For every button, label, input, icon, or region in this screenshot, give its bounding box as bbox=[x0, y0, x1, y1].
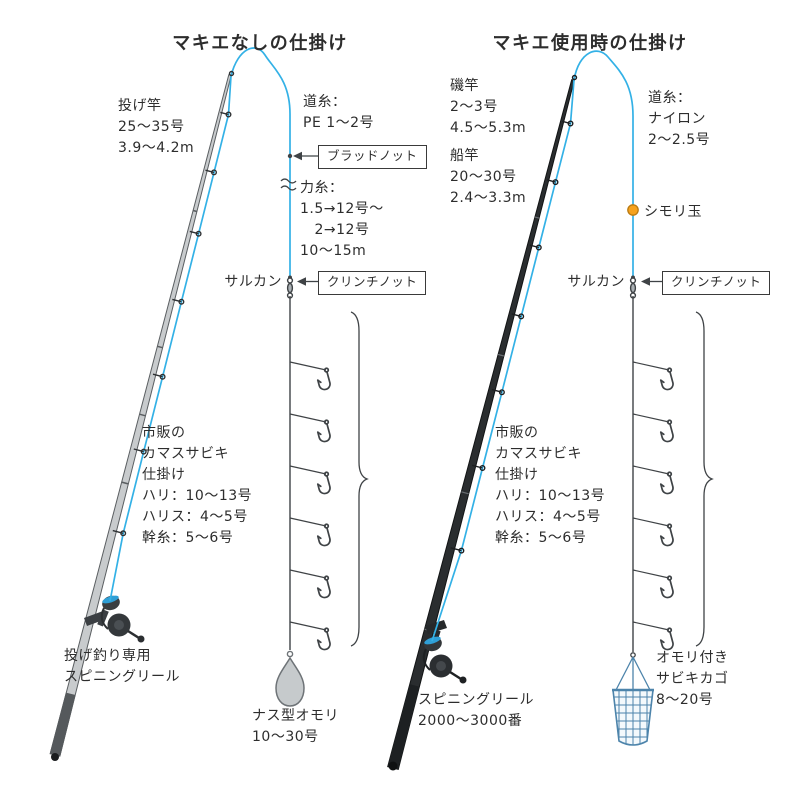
right-fishing-line bbox=[431, 50, 634, 642]
right-swivel-icon bbox=[629, 277, 637, 299]
left-rod-guides bbox=[112, 70, 235, 537]
left-sabiki-label: 市販の カマスサビキ 仕掛け ハリ：10〜13号 ハリス：4〜5号 幹糸：5〜6… bbox=[142, 425, 253, 546]
right-reel-handle-knob bbox=[459, 676, 467, 684]
cage-label: オモリ付き サビキカゴ 8〜20号 bbox=[656, 650, 729, 708]
left-rod-label: 投げ竿 25〜35号 3.9〜4.2m bbox=[118, 98, 195, 156]
iso-rod-label: 磯竿 2〜3号 4.5〜5.3m bbox=[450, 78, 527, 136]
left-main-line-label: 道糸： PE 1〜2号 bbox=[303, 94, 375, 131]
right-brace bbox=[695, 311, 714, 647]
left-fishing-line bbox=[109, 47, 291, 602]
left-swivel-icon bbox=[286, 277, 294, 299]
right-rod bbox=[387, 79, 575, 771]
right-reel-label: スピニングリール 2000〜3000番 bbox=[418, 692, 534, 729]
blood-knot-label: ブラッドノット bbox=[318, 145, 427, 169]
left-title: マキエなしの仕掛け bbox=[172, 33, 348, 54]
blood-knot-mark bbox=[287, 153, 293, 159]
left-reel-handle-knob bbox=[137, 635, 145, 643]
right-title: マキエ使用時の仕掛け bbox=[492, 33, 688, 54]
left-rod-grip bbox=[49, 692, 76, 757]
sinker-label: ナス型オモリ 10〜30号 bbox=[252, 708, 339, 745]
sinker-illustration bbox=[275, 650, 305, 707]
left-clinch-knot-label: クリンチノット bbox=[318, 271, 427, 295]
right-hooks bbox=[632, 361, 677, 652]
shock-leader-label: 力糸： 1.5→12号〜 2→12号 10〜15m bbox=[300, 180, 384, 259]
boat-rod-label: 船竿 20〜30号 2.4〜3.3m bbox=[450, 148, 527, 206]
blood-knot-arrow bbox=[293, 151, 318, 161]
spinning-reel-left-illustration bbox=[84, 595, 145, 643]
left-rod-butt-cap bbox=[51, 753, 59, 761]
left-brace bbox=[350, 311, 369, 647]
right-clinch-knot-label: クリンチノット bbox=[662, 271, 771, 295]
left-swivel-label: サルカン bbox=[224, 274, 282, 290]
right-rod-grip bbox=[387, 684, 420, 770]
right-main-line-label: 道糸： ナイロン 2〜2.5号 bbox=[648, 90, 711, 148]
right-clinch-arrow bbox=[641, 277, 662, 286]
right-rod-butt-cap bbox=[388, 761, 398, 771]
shimori-ball-label: シモリ玉 bbox=[644, 204, 702, 220]
shimori-bead-icon bbox=[627, 204, 639, 216]
left-clinch-arrow bbox=[297, 277, 318, 286]
left-hooks bbox=[289, 361, 334, 652]
right-swivel-label: サルカン bbox=[567, 274, 625, 290]
left-reel-label: 投げ釣り専用 スピニングリール bbox=[64, 648, 180, 685]
line-break-mark bbox=[280, 178, 297, 191]
right-rod-guides bbox=[450, 74, 578, 554]
left-rod bbox=[49, 74, 232, 761]
spinning-reel-right-illustration bbox=[422, 620, 467, 684]
cage-illustration bbox=[612, 652, 654, 746]
right-sabiki-label: 市販の カマスサビキ 仕掛け ハリ：10〜13号 ハリス：4〜5号 幹糸：5〜6… bbox=[495, 425, 606, 546]
